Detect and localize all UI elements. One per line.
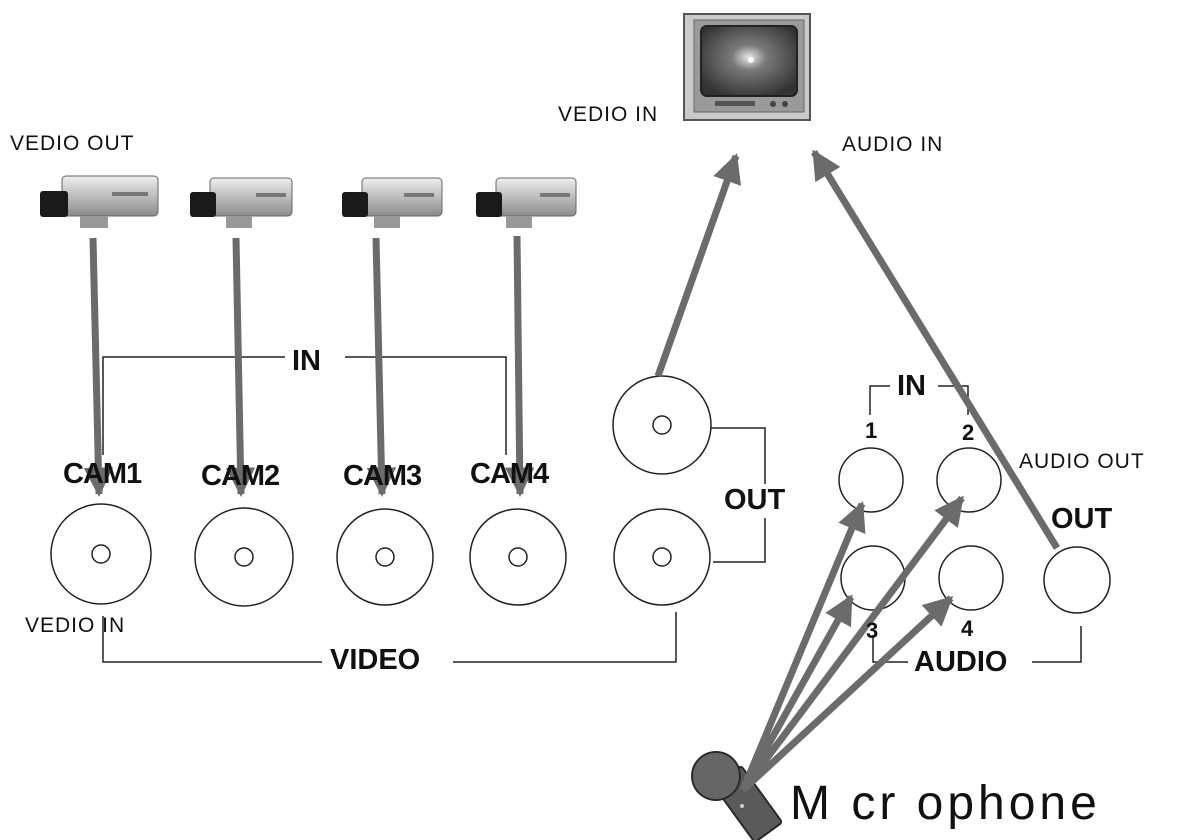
video-bus-right (453, 612, 677, 663)
audio-out-label: AUDIO OUT (1019, 450, 1145, 473)
cam2-label: CAM2 (201, 460, 280, 492)
monitor-audio-in-label: AUDIO IN (842, 133, 944, 156)
audio-channel-4-label: 4 (961, 616, 974, 641)
mic-to-audio2-arrow (740, 495, 965, 793)
audio-in-group-label: IN (897, 370, 926, 402)
audio-bus-right (1032, 626, 1082, 663)
mic-to-audio1-arrow (739, 501, 866, 792)
audio-bus-label: AUDIO (914, 646, 1008, 678)
camera-2-icon (190, 177, 293, 228)
audio-out-to-monitor-arrow (811, 149, 1060, 550)
cam4-label: CAM4 (470, 458, 549, 490)
video-output-jack-2 (613, 508, 711, 606)
audio-in-jack-1 (838, 447, 904, 513)
microphone-label: M cr ophone (790, 777, 1101, 830)
audio-bus-left (872, 635, 908, 663)
cam3-signal-arrow (366, 237, 397, 497)
camera-4-icon (476, 177, 577, 228)
cam4-video-input-jack (469, 508, 567, 606)
audio-in-bracket-left (869, 385, 890, 415)
camera-3-icon (342, 177, 443, 228)
cam3-video-input-jack (336, 508, 434, 606)
video-bus-left (102, 616, 322, 663)
cam1-video-input-jack (50, 503, 152, 605)
video-out-bracket-bottom (713, 518, 766, 563)
audio-output-jack (1043, 546, 1111, 614)
video-output-jack-1 (612, 375, 712, 475)
video-out-bracket-top (711, 427, 766, 484)
video-bus-label: VIDEO (330, 644, 421, 676)
video-out-label: OUT (724, 484, 786, 516)
video-in-bracket (102, 356, 285, 455)
cam1-label: CAM1 (63, 458, 142, 490)
mic-to-audio3-arrow (739, 594, 855, 792)
video-out-to-monitor-arrow (654, 153, 742, 378)
cam4-signal-arrow (504, 235, 535, 497)
wiring-lines (102, 356, 1082, 663)
mic-to-audio4-arrow (740, 595, 954, 793)
audio-in-jack-2 (936, 447, 1002, 513)
audio-channel-2-label: 2 (962, 420, 975, 445)
audio-output-label: OUT (1051, 503, 1113, 535)
audio-in-jack-4 (938, 545, 1004, 611)
audio-channel-3-label: 3 (866, 618, 879, 643)
video-in-group-label: IN (292, 345, 321, 377)
monitor-icon (683, 13, 811, 121)
camera-video-out-label: VEDIO OUT (10, 132, 135, 155)
video-in-bracket-right (345, 356, 507, 455)
camera-1-icon (40, 175, 159, 228)
monitor-video-in-label: VEDIO IN (558, 103, 659, 126)
audio-channel-1-label: 1 (865, 418, 878, 443)
cam2-signal-arrow (225, 237, 256, 497)
dvr-video-in-label: VEDIO IN (25, 614, 126, 637)
microphone-icon (691, 751, 783, 840)
cam2-video-input-jack (194, 507, 294, 607)
cam3-label: CAM3 (343, 460, 422, 492)
cam1-signal-arrow (83, 237, 114, 497)
